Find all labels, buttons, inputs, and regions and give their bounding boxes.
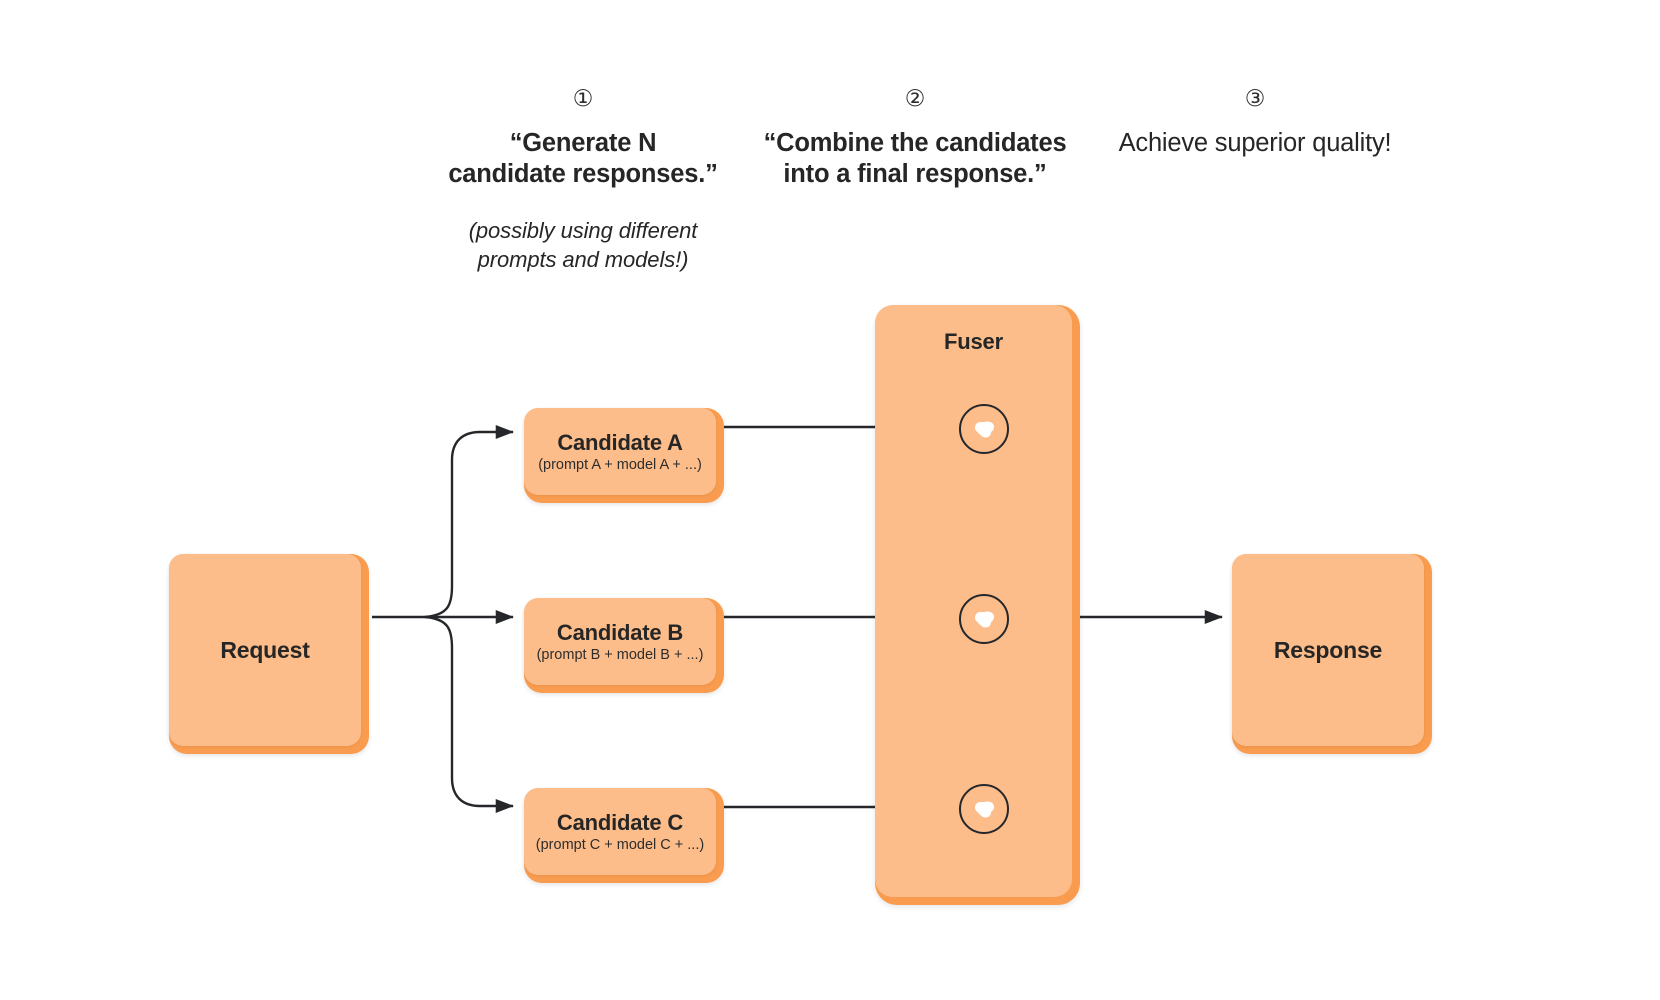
- node-fuser-title: Fuser: [944, 329, 1003, 354]
- node-response-body: Response: [1232, 554, 1424, 746]
- node-candidate-b-label: Candidate B: [556, 620, 684, 645]
- step-1-note-line-1: (possibly using different: [468, 218, 698, 243]
- step-2-marker: ②: [904, 86, 926, 112]
- node-candidate-c-label: Candidate C: [556, 810, 684, 835]
- spark-blob-icon: [976, 612, 992, 626]
- step-1-title-line-2: candidate responses.”: [448, 160, 718, 188]
- step-3-title-line-1: Achieve superior quality!: [1118, 129, 1392, 157]
- node-candidate-a[interactable]: Candidate A (prompt A + model A + ...): [524, 408, 724, 503]
- step-3-header: ③ Achieve superior quality!: [1110, 86, 1400, 159]
- node-response[interactable]: Response: [1232, 554, 1432, 754]
- step-3-marker: ③: [1244, 86, 1266, 112]
- node-request[interactable]: Request: [169, 554, 369, 754]
- step-2-title-line-1: “Combine the candidates: [763, 129, 1067, 157]
- fuser-slot-1[interactable]: [959, 404, 1009, 454]
- node-candidate-a-body: Candidate A (prompt A + model A + ...): [524, 408, 716, 495]
- node-candidate-a-label: Candidate A: [557, 430, 683, 455]
- fuser-slot-3[interactable]: [959, 784, 1009, 834]
- node-response-label: Response: [1273, 636, 1383, 663]
- spark-blob-icon: [976, 802, 992, 816]
- node-candidate-b-body: Candidate B (prompt B + model B + ...): [524, 598, 716, 685]
- node-candidate-b[interactable]: Candidate B (prompt B + model B + ...): [524, 598, 724, 693]
- step-2-header: ② “Combine the candidates into a final r…: [760, 86, 1070, 190]
- node-candidate-c-body: Candidate C (prompt C + model C + ...): [524, 788, 716, 875]
- spark-blob-icon: [976, 422, 992, 436]
- wire-junction-to-candidate-a: [424, 425, 514, 619]
- node-candidate-c-sublabel: (prompt C + model C + ...): [535, 837, 705, 853]
- node-fuser[interactable]: Fuser: [875, 305, 1080, 905]
- node-request-label: Request: [220, 636, 310, 663]
- step-1-marker: ①: [572, 86, 594, 112]
- wire-junction-to-candidate-c: [424, 615, 514, 813]
- step-1-header: ① “Generate N candidate responses.” (pos…: [448, 86, 718, 274]
- node-candidate-c[interactable]: Candidate C (prompt C + model C + ...): [524, 788, 724, 883]
- fuser-slot-2[interactable]: [959, 594, 1009, 644]
- node-candidate-a-sublabel: (prompt A + model A + ...): [538, 457, 702, 473]
- node-request-body: Request: [169, 554, 361, 746]
- step-2-title-line-2: into a final response.”: [783, 160, 1047, 188]
- node-candidate-b-sublabel: (prompt B + model B + ...): [536, 647, 704, 663]
- step-1-note-line-2: prompts and models!): [477, 247, 689, 272]
- step-1-title-line-1: “Generate N: [509, 129, 657, 157]
